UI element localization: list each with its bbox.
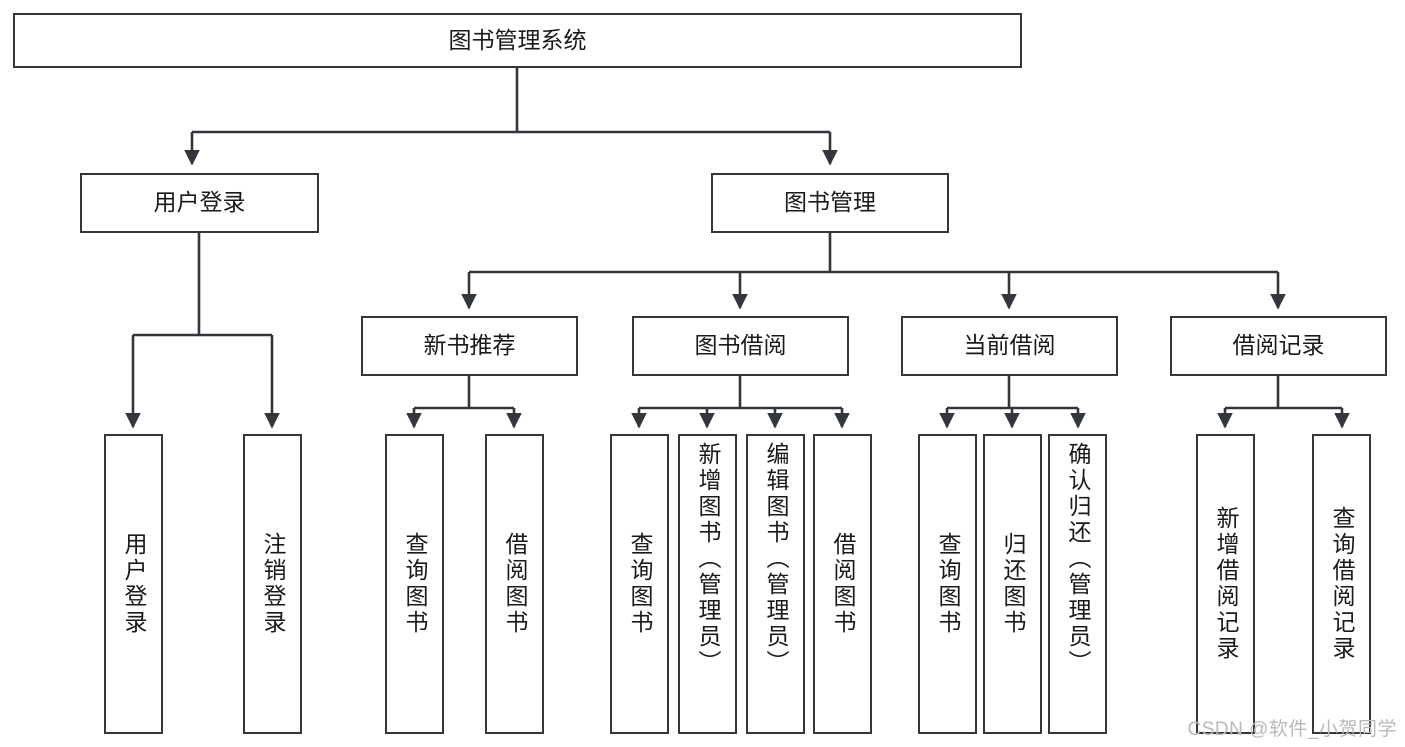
node-current-borrow[interactable]: 当前借阅 [901,316,1118,376]
leaf-record-add-label: 新增借阅记录 [1213,506,1239,662]
node-book-management-label: 图书管理 [784,189,876,216]
leaf-record-add[interactable]: 新增借阅记录 [1196,434,1255,734]
node-user-login[interactable]: 用户登录 [80,173,319,233]
node-user-login-label: 用户登录 [153,189,246,216]
leaf-current-query-book-label: 查询图书 [935,532,961,636]
node-new-book-recommend[interactable]: 新书推荐 [361,316,578,376]
leaf-current-query-book[interactable]: 查询图书 [918,434,977,734]
leaf-user-login-signout[interactable]: 注销登录 [243,434,302,734]
leaf-borrow-edit-book-label: 编辑图书（管理员） [763,442,789,676]
leaf-current-return-book-label: 归还图书 [1000,532,1026,636]
node-borrow-record-label: 借阅记录 [1232,332,1325,359]
leaf-borrow-edit-book[interactable]: 编辑图书（管理员） [746,434,805,734]
node-borrow-record[interactable]: 借阅记录 [1170,316,1387,376]
leaf-borrow-query-book[interactable]: 查询图书 [610,434,669,734]
node-book-borrow[interactable]: 图书借阅 [632,316,849,376]
leaf-borrow-add-book[interactable]: 新增图书（管理员） [678,434,737,734]
node-root-system-label: 图书管理系统 [448,26,587,53]
node-book-borrow-label: 图书借阅 [694,332,787,359]
leaf-borrow-query-book-label: 查询图书 [627,532,653,636]
leaf-current-return-book[interactable]: 归还图书 [983,434,1042,734]
leaf-user-login-signout-label: 注销登录 [260,532,286,636]
leaf-new-book-query-label: 查询图书 [402,532,428,636]
leaf-new-book-borrow[interactable]: 借阅图书 [485,434,544,734]
leaf-borrow-add-book-label: 新增图书（管理员） [695,442,721,676]
node-root-system[interactable]: 图书管理系统 [13,13,1022,68]
leaf-new-book-query[interactable]: 查询图书 [385,434,444,734]
leaf-current-confirm-return[interactable]: 确认归还（管理员） [1048,434,1107,734]
leaf-user-login-signin-label: 用户登录 [121,532,147,636]
node-book-management[interactable]: 图书管理 [711,173,949,233]
node-new-book-recommend-label: 新书推荐 [423,332,516,359]
leaf-new-book-borrow-label: 借阅图书 [502,532,528,636]
leaf-borrow-borrow-book-label: 借阅图书 [830,532,856,636]
leaf-user-login-signin[interactable]: 用户登录 [104,434,163,734]
csdn-watermark: CSDN @软件_小贺同学 [1187,719,1397,740]
node-current-borrow-label: 当前借阅 [963,332,1056,359]
leaf-record-query-label: 查询借阅记录 [1329,506,1355,662]
leaf-borrow-borrow-book[interactable]: 借阅图书 [813,434,872,734]
leaf-current-confirm-return-label: 确认归还（管理员） [1065,442,1091,676]
leaf-record-query[interactable]: 查询借阅记录 [1312,434,1371,734]
